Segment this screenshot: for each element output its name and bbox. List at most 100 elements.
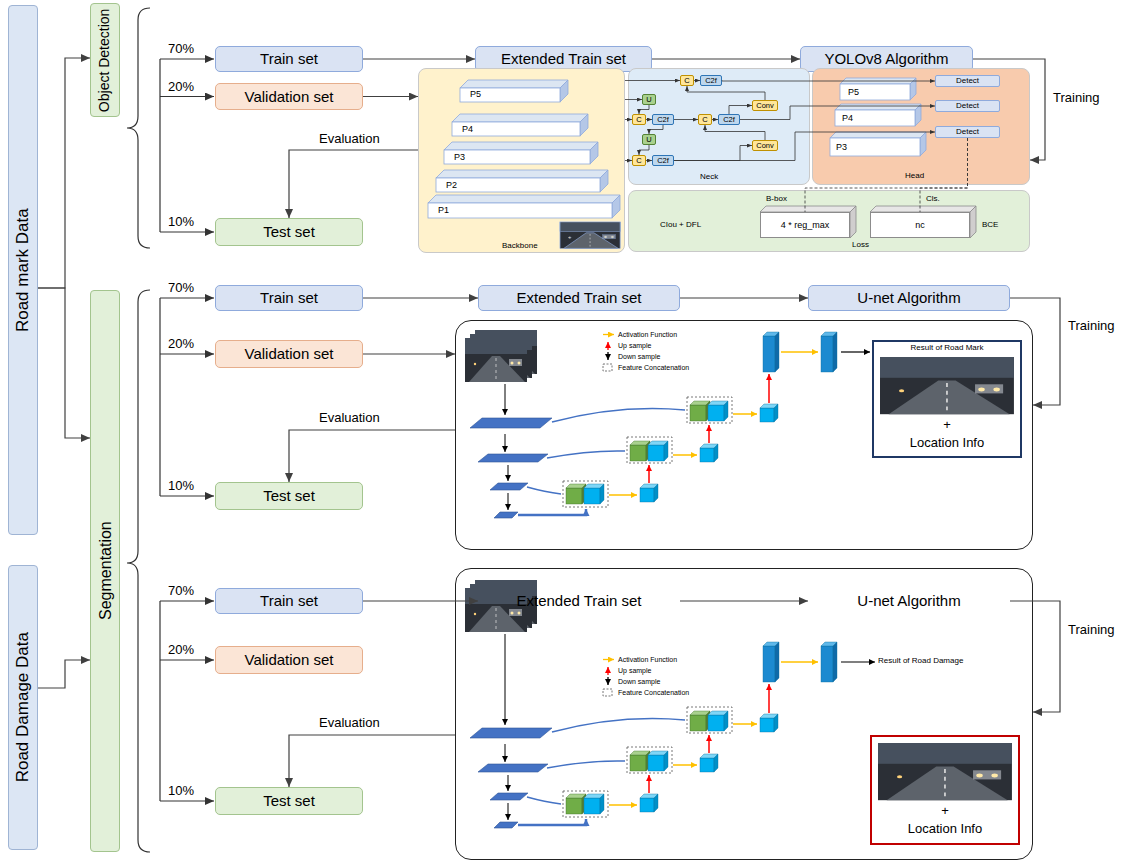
backbone-layers bbox=[580, 114, 588, 136]
module-box: C bbox=[632, 114, 646, 125]
legend-samples bbox=[603, 335, 614, 372]
connector-arrow bbox=[705, 125, 765, 140]
connector-arrow bbox=[740, 106, 935, 120]
connector-arrow bbox=[289, 150, 418, 218]
dashed-connector bbox=[805, 138, 968, 212]
process-box: Validation set bbox=[215, 83, 363, 110]
connector-arrow bbox=[363, 353, 455, 354]
unet-illustration bbox=[518, 509, 586, 515]
unet-illustration bbox=[584, 488, 600, 504]
connector-arrow bbox=[687, 86, 765, 100]
node-text: C bbox=[684, 77, 689, 85]
percent-label: 70% bbox=[168, 41, 194, 57]
node-text: Loss bbox=[852, 240, 869, 250]
unet-illustration bbox=[760, 408, 774, 422]
edge-label: Training bbox=[1067, 318, 1115, 334]
node-text: Location Info bbox=[874, 435, 1020, 451]
result-photo bbox=[880, 357, 1014, 414]
backbone-layers bbox=[600, 170, 608, 192]
node-text: + bbox=[872, 803, 1018, 819]
unet-illustration bbox=[563, 397, 732, 507]
node-text: YOLOv8 Algorithm bbox=[824, 50, 948, 68]
connector-arrow bbox=[363, 600, 478, 601]
input-photos bbox=[465, 338, 527, 382]
legend-text: Feature Concatenation bbox=[618, 363, 689, 372]
connector-arrow bbox=[646, 119, 652, 120]
legend-samples bbox=[603, 334, 614, 335]
unet-illustration bbox=[724, 401, 728, 421]
unet-illustration bbox=[774, 404, 778, 422]
split-arrows bbox=[159, 59, 160, 232]
node-text: U-net Algorithm bbox=[857, 592, 960, 610]
unet-illustration bbox=[490, 483, 528, 490]
module-box: C bbox=[632, 155, 646, 166]
module-box: C2f bbox=[718, 114, 740, 125]
backbone-layers bbox=[590, 142, 598, 164]
unet-illustration bbox=[708, 425, 710, 443]
connector-arrow bbox=[674, 119, 698, 120]
module-box: U bbox=[642, 94, 656, 105]
node-text: C2f bbox=[657, 116, 669, 124]
connector-arrow bbox=[363, 96, 418, 97]
unet-illustration bbox=[708, 405, 724, 421]
detect-box: Detect bbox=[935, 75, 1000, 87]
legend-text: Feature Concatenation bbox=[618, 688, 689, 697]
split-arrows bbox=[160, 96, 214, 97]
connector-arrow bbox=[38, 288, 90, 438]
percent-label: 20% bbox=[168, 79, 194, 95]
connector-arrow bbox=[289, 430, 455, 482]
node-text: P1 bbox=[438, 205, 449, 216]
unet-illustration bbox=[584, 332, 837, 504]
backbone-layers bbox=[452, 114, 588, 122]
node-text: B-box bbox=[766, 194, 787, 204]
node-text: Result of Road Mark bbox=[874, 343, 1020, 353]
percent-label: 70% bbox=[168, 583, 194, 599]
node-text: P4 bbox=[842, 113, 853, 124]
node-text: Detect bbox=[956, 128, 979, 136]
process-box: Validation set bbox=[215, 340, 363, 368]
input-photos bbox=[465, 580, 537, 632]
node-text: Validation set bbox=[245, 345, 334, 363]
process-box: Train set bbox=[215, 46, 363, 72]
unet-illustration bbox=[627, 437, 672, 463]
connector-arrow bbox=[639, 105, 649, 114]
input-photos bbox=[465, 330, 537, 382]
connector-arrow bbox=[694, 80, 700, 81]
percent-label: 20% bbox=[168, 642, 194, 658]
section-band: Object Detection bbox=[90, 3, 120, 117]
node-text: Test set bbox=[263, 223, 315, 241]
head-layers bbox=[830, 78, 926, 156]
module-box: C2f bbox=[652, 114, 674, 125]
connector-arrow bbox=[38, 58, 90, 288]
node-text: Road Damage Data bbox=[13, 632, 33, 782]
edge-label: Evaluation bbox=[318, 131, 381, 147]
unet-illustration bbox=[687, 397, 732, 423]
node-text: Conv bbox=[756, 102, 774, 110]
module-box: Conv bbox=[752, 100, 778, 111]
unet-illustration bbox=[508, 493, 509, 510]
unet-illustration bbox=[700, 448, 714, 462]
unet-illustration bbox=[630, 445, 646, 461]
detect-box: Detect bbox=[935, 100, 1000, 112]
percent-label: 10% bbox=[168, 478, 194, 494]
bracket bbox=[127, 290, 150, 852]
connector-arrow bbox=[38, 660, 90, 688]
legend-text: Down sample bbox=[618, 352, 660, 361]
detect-box: Detect bbox=[935, 126, 1000, 138]
legend-text: Down sample bbox=[618, 677, 660, 686]
node-text: U bbox=[646, 96, 651, 104]
connector-arrow bbox=[639, 145, 649, 155]
unet-illustration bbox=[821, 336, 833, 372]
head-layers bbox=[840, 84, 910, 100]
unet-illustration bbox=[649, 374, 769, 483]
node-text: + bbox=[874, 417, 1020, 433]
connector-arrow bbox=[625, 99, 642, 100]
node-text: Detect bbox=[956, 102, 979, 110]
node-text: CIou + DFL bbox=[660, 220, 701, 230]
backbone-layers bbox=[428, 203, 612, 218]
process-box: U-net Algorithm bbox=[808, 285, 1010, 311]
split-arrows bbox=[160, 58, 214, 59]
split-arrows bbox=[160, 600, 214, 601]
unet-illustration bbox=[470, 642, 837, 828]
connector-arrow bbox=[625, 160, 632, 161]
